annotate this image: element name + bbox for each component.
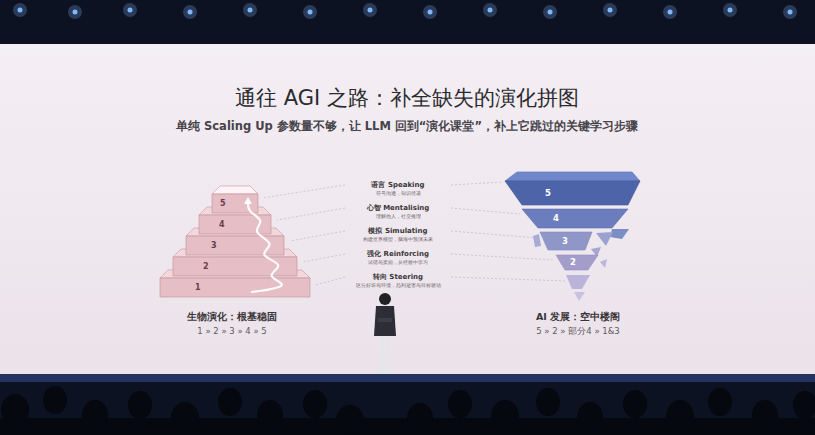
level-heading: 模拟 Simulating [342,227,454,235]
layer-number: 3 [562,237,568,246]
sequence-text: 5 » 2 » 部分4 » 1&3 [478,326,678,336]
level-description: 符号沟通，知识传递 [342,190,454,196]
layer-face [160,278,310,297]
layer-number: 5 [220,200,226,208]
growth-arrow-line [248,203,282,292]
level-heading: 强化 Reinforcing [342,250,454,258]
layer-number: 3 [211,242,217,250]
layer-number: 4 [553,214,559,223]
ai-layer: 2 [556,255,598,270]
level-description: 构建世界模型，脑海中预演未来 [342,236,454,242]
layer-shape [522,209,628,228]
level-heading: 转向 Steering [342,273,454,281]
layer-face [212,194,258,213]
layer-face [212,186,258,194]
pyramid-caption: AI 发展：空中楼阁 [478,311,678,322]
layer-number: 4 [219,221,225,229]
evolution-layer: 1 [160,278,310,297]
ceiling-lights [13,3,797,19]
layer-number: 1 [195,284,201,292]
layer-face [540,232,592,250]
pyramid-caption: 生物演化：根基稳固 [132,311,332,322]
slide-subtitle: 单纯 Scaling Up 参数量不够，让 LLM 回到“演化课堂”，补上它跳过… [17,120,797,134]
layer-face [505,172,640,181]
slide-screen [0,44,815,376]
layer-number: 5 [545,189,551,198]
ai-layer: 5 [505,181,640,205]
level-description: 区分好坏与环境，趋利避害与目标驱动 [342,282,454,288]
layer-face [556,255,598,270]
level-heading: 语言 Speaking [342,181,454,189]
layer-number: 2 [570,258,576,267]
broken-fragments [533,229,629,301]
speaker [374,293,396,374]
level-description: 试错与奖励，从经验中学习 [342,259,454,265]
layer-shape [556,255,598,270]
ai-layer: 3 [540,232,592,250]
ai-layer: 4 [522,209,628,228]
sequence-text: 1 » 2 » 3 » 4 » 5 [132,326,332,336]
level-description: 理解他人，社交推理 [342,213,454,219]
layer-shape [212,194,258,213]
layer-face [522,209,628,228]
layer-shape [160,278,310,297]
layer-number: 2 [203,263,209,271]
growth-arrow [244,197,282,292]
audience [0,386,815,435]
layer-face [505,181,640,205]
slide-title: 通往 AGI 之路：补全缺失的演化拼图 [57,86,757,111]
level-heading: 心智 Mentalising [342,204,454,212]
stage-edge [0,374,815,382]
layer-shape [505,181,640,205]
evolution-layer: 5 [212,194,258,213]
growth-arrow-head [244,197,252,204]
